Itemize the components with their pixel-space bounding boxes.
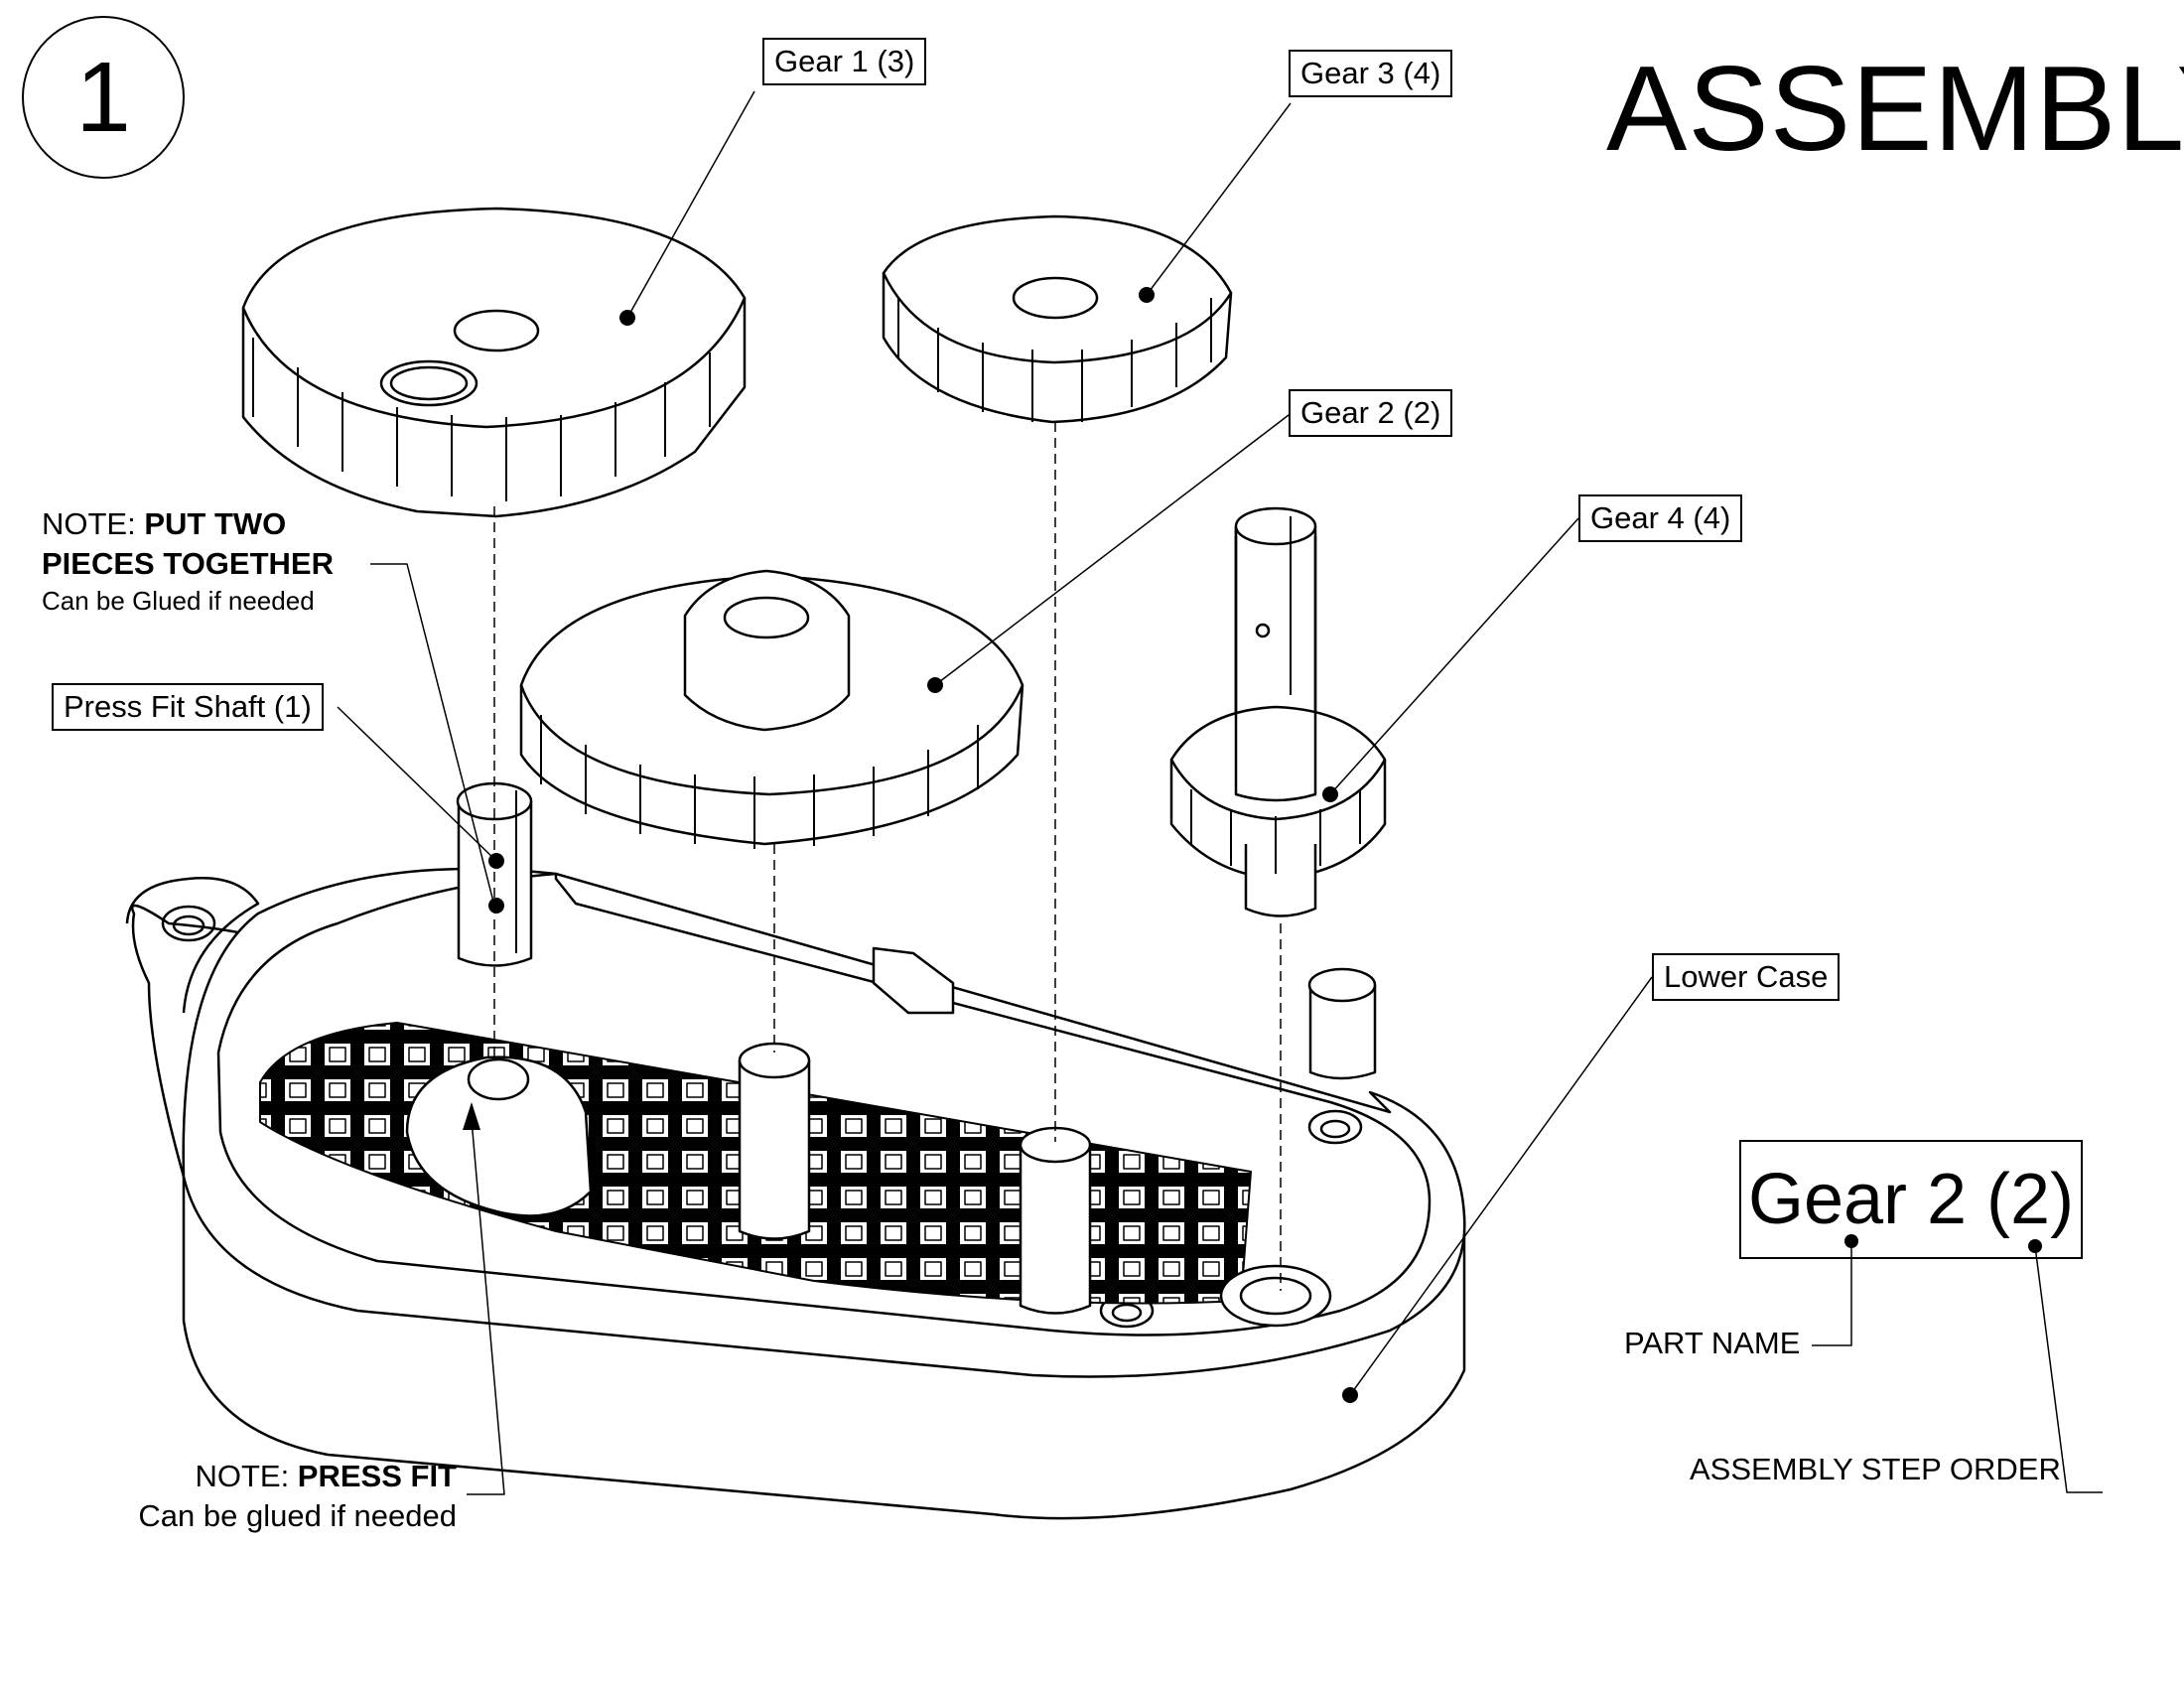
boss-bore <box>467 1057 530 1101</box>
callout-gear-2: Gear 2 (2) <box>1289 389 1453 437</box>
gear-4-shaft-hole <box>1255 623 1271 638</box>
alignment-lines <box>493 422 1282 1291</box>
note-bottom-detail: Can be glued if needed <box>138 1498 457 1533</box>
gear-1-part <box>241 207 747 518</box>
callout-lower-case: Lower Case <box>1652 953 1841 1001</box>
note-top-detail: Can be Glued if needed <box>42 586 315 616</box>
gear-3-bore <box>1012 276 1099 320</box>
case-pin-1 <box>738 1042 811 1240</box>
gear-2-pinion <box>683 569 851 732</box>
note-bottom-prefix: NOTE: <box>195 1459 298 1493</box>
callout-gear-4: Gear 4 (4) <box>1578 494 1743 542</box>
gear-1-ring-outer <box>379 359 478 407</box>
case-pin-2 <box>1019 1126 1092 1315</box>
gear-4-part <box>1169 506 1387 917</box>
note-bottom-bold: PRESS FIT <box>297 1459 457 1493</box>
press-fit-boss <box>405 1055 593 1217</box>
leader-dots <box>488 287 2042 1403</box>
rim-slot <box>872 946 955 1015</box>
note-press-fit: NOTE: PRESS FIT Can be glued if needed <box>93 1457 457 1536</box>
right-screw-hole-inner <box>1319 1119 1351 1139</box>
gear-1-ring-inner <box>389 365 469 401</box>
lower-case-left-ear <box>125 877 260 1014</box>
gear4-seat <box>1219 1264 1332 1328</box>
note-put-two-pieces: NOTE: PUT TWO PIECES TOGETHER Can be Glu… <box>42 504 334 618</box>
lower-case-part <box>125 867 1466 1520</box>
gear-1-bore <box>453 309 540 352</box>
press-fit-arrowhead <box>463 1102 480 1130</box>
gear4-seat-inner <box>1239 1276 1312 1316</box>
right-screw-hole <box>1307 1109 1363 1145</box>
legend-example-label: Gear 2 (2) <box>1739 1140 2083 1259</box>
left-screw-hole <box>161 905 216 942</box>
legend-part-name: PART NAME <box>1624 1326 1801 1360</box>
callout-gear-3: Gear 3 (4) <box>1289 50 1453 97</box>
gear-3-part <box>882 214 1233 424</box>
callout-gear-1: Gear 1 (3) <box>762 38 927 85</box>
gear-2-bore <box>723 596 810 639</box>
note-top-prefix: NOTE: <box>42 506 145 541</box>
note-top-bold-line2: PIECES TOGETHER <box>42 546 334 581</box>
case-pin-3 <box>1307 967 1377 1080</box>
leader-lines <box>337 90 2103 1495</box>
gear-2-part <box>519 569 1024 849</box>
left-screw-hole-inner <box>172 914 205 936</box>
bottom-screw-hole-inner <box>1111 1303 1143 1323</box>
callout-press-fit-shaft: Press Fit Shaft (1) <box>52 683 324 731</box>
legend-assembly-step-order: ASSEMBLY STEP ORDER <box>1690 1452 2061 1486</box>
page-title: ASSEMBLY <box>1606 41 2184 176</box>
note-top-bold-line1: PUT TWO <box>144 506 287 541</box>
step-number-badge: 1 <box>22 16 185 179</box>
